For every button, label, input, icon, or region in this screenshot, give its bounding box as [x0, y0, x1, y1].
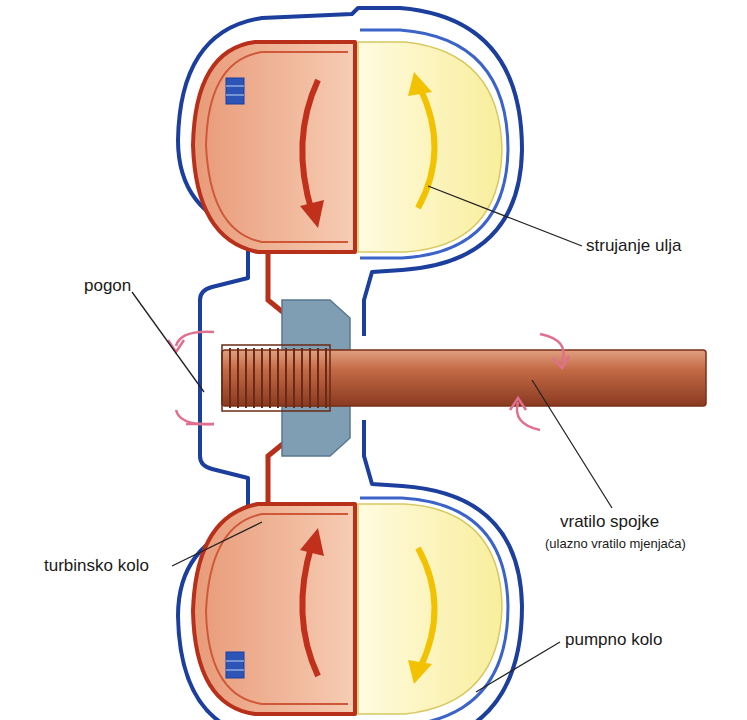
leader-line — [132, 186, 612, 692]
splines — [230, 348, 326, 408]
housing — [178, 8, 522, 336]
rotation-arrow — [168, 332, 569, 430]
coupling-half — [178, 8, 522, 350]
pump-wheel — [358, 42, 502, 252]
oil-flow-arrow — [302, 80, 318, 212]
drive-cover — [198, 336, 202, 420]
bolt — [226, 78, 244, 104]
oil-flow-arrow — [418, 88, 435, 208]
shaft-label: vratilo spojke — [560, 512, 659, 532]
turbine-wheel — [193, 42, 355, 252]
hub — [282, 300, 350, 350]
oil-flow-label: strujanje ulja — [586, 236, 681, 256]
drive-label: pogon — [84, 276, 131, 296]
turbine-inner — [206, 52, 348, 242]
turbine-label: turbinsko kolo — [44, 556, 149, 576]
pump-label: pumpno kolo — [565, 630, 662, 650]
shaft-sub-label: (ulazno vratilo mjenjača) — [545, 537, 686, 552]
